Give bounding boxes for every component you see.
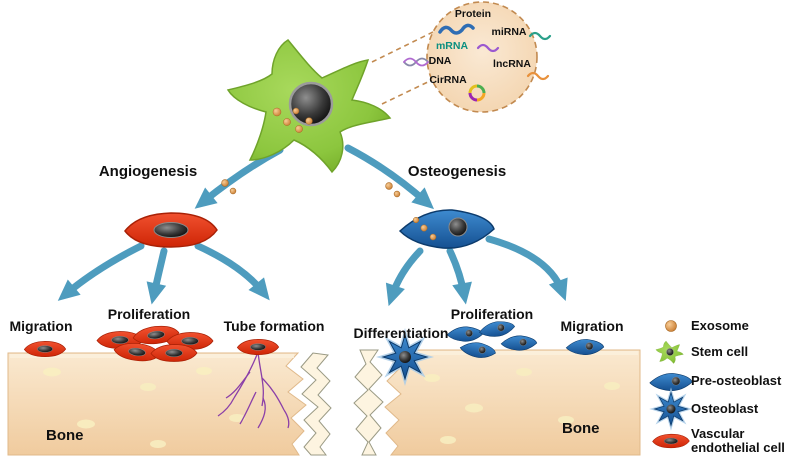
pre-osteoblast-proliferation — [500, 335, 538, 351]
vascular-endothelial-cell — [124, 212, 218, 248]
endothelial-cell-migration — [23, 341, 67, 357]
legend-vascular-label-line2: endothelial cell — [691, 440, 785, 455]
stem-cell — [226, 38, 392, 174]
mirna-icon — [528, 31, 552, 41]
differentiation-label: Differentiation — [353, 325, 449, 341]
callout-label-mirna: miRNA — [491, 26, 527, 38]
osteogenesis-label: Osteogenesis — [407, 163, 507, 180]
bone-right-fracture-fragment — [353, 349, 384, 456]
free-exosomes — [221, 179, 401, 198]
bone-left-label: Bone — [46, 427, 84, 444]
arrow-stem-to-endothelial — [194, 146, 284, 209]
endothelial-cell-tube-formation — [236, 339, 280, 355]
callout-connector-top — [371, 31, 434, 63]
bone-right — [353, 349, 641, 456]
legend-stem-cell-icon — [655, 340, 684, 364]
pre-osteoblast-cell — [399, 209, 495, 249]
arrow-stem-to-preosteoblast — [344, 144, 435, 210]
proliferation-left-label: Proliferation — [107, 306, 191, 322]
legend-exosome-label: Exosome — [691, 318, 749, 333]
angiogenesis-label: Angiogenesis — [98, 163, 198, 180]
arrow-to-migration-right — [485, 235, 568, 302]
legend-endothelial-icon — [652, 433, 690, 449]
bone-left-pores — [43, 367, 245, 448]
legend-stem-cell-label: Stem cell — [691, 344, 749, 359]
callout-label-cirrna: CirRNA — [429, 74, 467, 86]
bone-left-fracture-fragment — [300, 352, 332, 456]
mrna-icon — [476, 43, 500, 53]
endothelial-cell-proliferation — [150, 344, 198, 362]
stemcell-exosomes — [272, 107, 313, 133]
callout-circle — [426, 1, 538, 113]
exosome-callout — [371, 1, 552, 113]
legend-exosome-icon — [665, 320, 677, 332]
protein-icon — [438, 23, 475, 35]
bone-right-pores — [424, 368, 620, 444]
callout-connector-bottom — [381, 79, 433, 105]
arrow-to-differentiation — [385, 247, 424, 307]
callout-label-mrna: mRNA — [435, 40, 469, 52]
arrow-to-tube-formation — [194, 242, 270, 301]
tube-formation-label: Tube formation — [223, 318, 325, 334]
legend-pre-osteoblast-label: Pre-osteoblast — [691, 373, 782, 388]
tube-formation-vessels — [217, 351, 290, 429]
cirrna-icon — [468, 84, 486, 102]
legend-vascular-label-line1: Vascular — [691, 426, 745, 441]
bone-left — [7, 352, 332, 456]
proliferation-right-label: Proliferation — [450, 306, 534, 322]
migration-left-label: Migration — [9, 318, 73, 334]
legend-osteoblast-label: Osteoblast — [691, 401, 759, 416]
callout-label-protein: Protein — [454, 8, 492, 20]
bone-right-label: Bone — [562, 420, 600, 437]
legend-icons — [648, 320, 694, 449]
pre-osteoblast-proliferation — [446, 326, 484, 342]
lncrna-icon — [526, 71, 550, 81]
legend-osteoblast-icon — [648, 386, 694, 432]
arrow-to-migration-left — [57, 242, 145, 301]
arrow-to-proliferation-right — [446, 247, 472, 305]
callout-label-dna: DNA — [428, 55, 452, 67]
dna-icon — [403, 57, 429, 67]
preosteoblast-exosomes — [412, 216, 437, 241]
arrow-to-proliferation-left — [146, 247, 168, 305]
migration-right-label: Migration — [560, 318, 624, 334]
callout-label-lncrna: lncRNA — [493, 58, 531, 70]
